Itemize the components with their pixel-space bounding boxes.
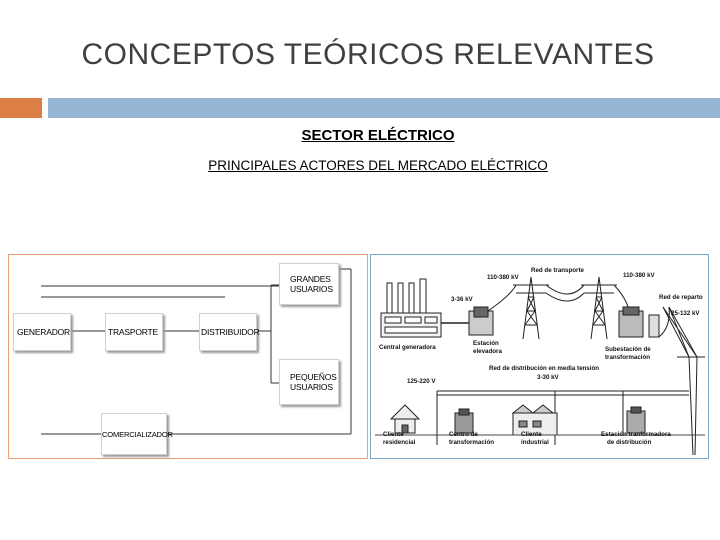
distribuidor-label: DISTRIBUIDOR <box>201 327 260 337</box>
red-distribucion-label: Red de distribución en media tensión <box>489 365 599 372</box>
central-generadora-label: Central generadora <box>379 344 436 351</box>
electric-grid-illustration: Red de transporte 110-380 kV 110-380 kV … <box>370 254 709 459</box>
grandes-usuarios-line2: USUARIOS <box>290 284 333 294</box>
estacion-elevadora-line1: Estación <box>473 340 499 347</box>
pequenos-usuarios-line2: USUARIOS <box>290 382 333 392</box>
voltage-3-30-label: 3-30 kV <box>537 374 560 381</box>
transporte-label: TRASPORTE <box>108 327 158 337</box>
pequenos-usuarios-box: PEQUEÑOS USUARIOS <box>279 359 339 405</box>
cliente-industrial-line2: industrial <box>521 439 549 446</box>
voltage-110-380-right-label: 110-380 kV <box>623 272 656 279</box>
power-plant-icon <box>380 278 442 338</box>
title-accent-bar <box>0 98 42 118</box>
comercializador-box: COMERCIALIZADOR <box>101 413 173 455</box>
generador-label: GENERADOR <box>17 327 70 337</box>
transformation-center-icon <box>454 408 474 434</box>
voltage-125-220-label: 125-220 V <box>407 378 436 385</box>
connector-lines <box>41 268 352 435</box>
estacion-elevadora-line2: elevadora <box>473 348 502 355</box>
section-subheading: PRINCIPALES ACTORES DEL MERCADO ELÉCTRIC… <box>208 158 548 173</box>
distribuidor-box: DISTRIBUIDOR <box>199 313 260 351</box>
cliente-industrial-line1: Cliente <box>521 431 542 438</box>
slide-title: CONCEPTOS TEÓRICOS RELEVANTES <box>81 38 655 71</box>
step-up-transformer-icon <box>441 306 494 336</box>
estacion-transformadora-line1: Estación tranformadora <box>601 431 671 438</box>
substation-icon <box>618 306 660 338</box>
red-reparto-label: Red de reparto <box>659 294 703 301</box>
cliente-residencial-line1: Cliente <box>383 431 404 438</box>
generador-box: GENERADOR <box>13 313 71 351</box>
voltage-25-132-label: 25-132 kV <box>671 310 700 317</box>
industrial-factory-icon <box>511 404 558 436</box>
pequenos-usuarios-line1: PEQUEÑOS <box>290 372 337 382</box>
centro-transformacion-line1: Centro de <box>449 431 478 438</box>
transporte-box: TRASPORTE <box>105 313 163 351</box>
title-divider-bar <box>48 98 720 118</box>
residential-house-icon <box>389 404 421 434</box>
grid-drawing: Red de transporte 110-380 kV 110-380 kV … <box>375 267 705 456</box>
cliente-residencial-line2: residencial <box>383 439 416 446</box>
red-transporte-label: Red de transporte <box>531 267 585 274</box>
subestacion-line2: transformación <box>605 354 650 361</box>
section-heading: SECTOR ELÉCTRICO <box>301 127 455 144</box>
comercializador-label: COMERCIALIZADOR <box>102 429 173 439</box>
market-actors-diagram: GENERADOR TRASPORTE DISTRIBUIDOR GRANDES… <box>8 254 368 459</box>
voltage-3-36-label: 3-36 kV <box>451 296 474 303</box>
grandes-usuarios-box: GRANDES USUARIOS <box>279 263 339 305</box>
subestacion-line1: Subestación de <box>605 346 651 353</box>
grandes-usuarios-line1: GRANDES <box>290 274 331 284</box>
distribution-tower-icon <box>658 306 705 456</box>
transmission-tower-icon <box>513 276 617 340</box>
centro-transformacion-line2: transformación <box>449 439 494 446</box>
estacion-transformadora-line2: de distribución <box>607 439 652 446</box>
voltage-110-380-left-label: 110-380 kV <box>487 274 520 281</box>
distribution-transformer-icon <box>626 406 646 434</box>
